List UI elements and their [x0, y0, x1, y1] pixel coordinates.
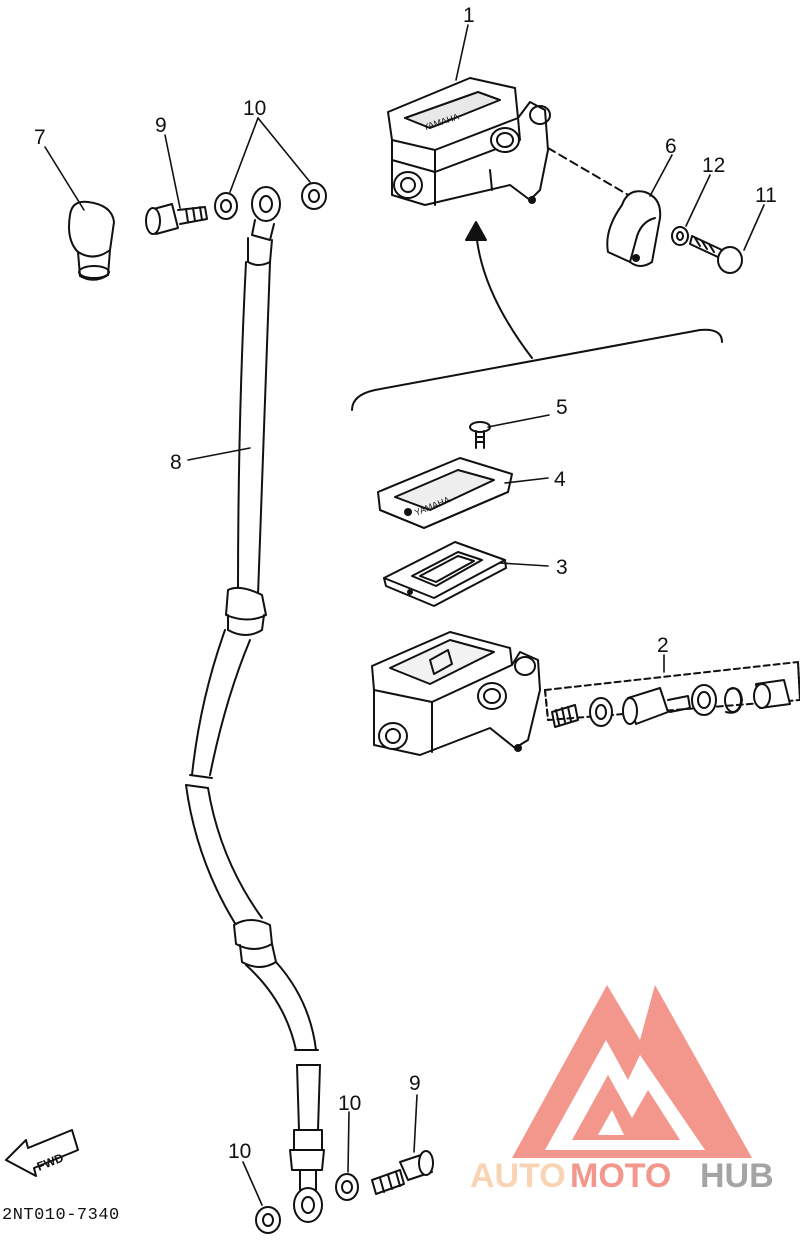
master-cylinder-assembly: YAMAHA	[387, 77, 551, 206]
callout-10-bottom: 10	[228, 1140, 251, 1163]
callout-9-top: 9	[155, 114, 167, 137]
screw-5	[469, 421, 491, 449]
callout-5: 5	[556, 396, 568, 419]
brand-part-1: AUTO	[470, 1157, 566, 1195]
callout-8: 8	[170, 451, 182, 474]
brand-part-3: HUB	[700, 1157, 774, 1195]
brand-logo-watermark: AUTO MOTO HUB	[470, 985, 774, 1195]
callout-labels: 1 2 3 4 5 6 7 8 9 9 10 10 10 11 12	[34, 4, 777, 1163]
washer-12	[671, 226, 689, 246]
callout-10-top: 10	[243, 97, 266, 120]
piston-kit-2	[544, 661, 800, 728]
callout-3: 3	[556, 556, 568, 579]
union-bolt-9-bottom	[371, 1150, 434, 1195]
callout-2: 2	[657, 634, 669, 657]
forward-direction-arrow: FWD	[5, 1129, 79, 1177]
brake-hose-8	[185, 186, 325, 1223]
callout-4: 4	[554, 468, 566, 491]
callout-7: 7	[34, 126, 46, 149]
callout-12: 12	[702, 154, 725, 177]
bolt-11	[689, 235, 743, 274]
gasket-10-b	[301, 182, 327, 210]
callout-10-mid: 10	[338, 1092, 361, 1115]
brand-part-2: MOTO	[570, 1157, 671, 1195]
reservoir-cover-4: YAMAHA	[377, 457, 513, 529]
callout-1: 1	[463, 4, 475, 27]
gasket-10-a	[214, 192, 238, 220]
diaphragm-3	[383, 541, 507, 607]
gasket-10-d	[335, 1173, 359, 1201]
gasket-10-c	[255, 1206, 281, 1234]
leader-lines	[44, 24, 765, 1206]
callout-6: 6	[665, 135, 677, 158]
callout-9-bottom: 9	[409, 1072, 421, 1095]
master-cylinder-body	[371, 631, 541, 756]
cap-7	[68, 200, 115, 281]
clamp-holder	[606, 190, 662, 267]
union-bolt-9-top	[145, 203, 208, 235]
callout-11: 11	[755, 184, 777, 207]
diagram-code: 2NT010-7340	[2, 1206, 120, 1225]
